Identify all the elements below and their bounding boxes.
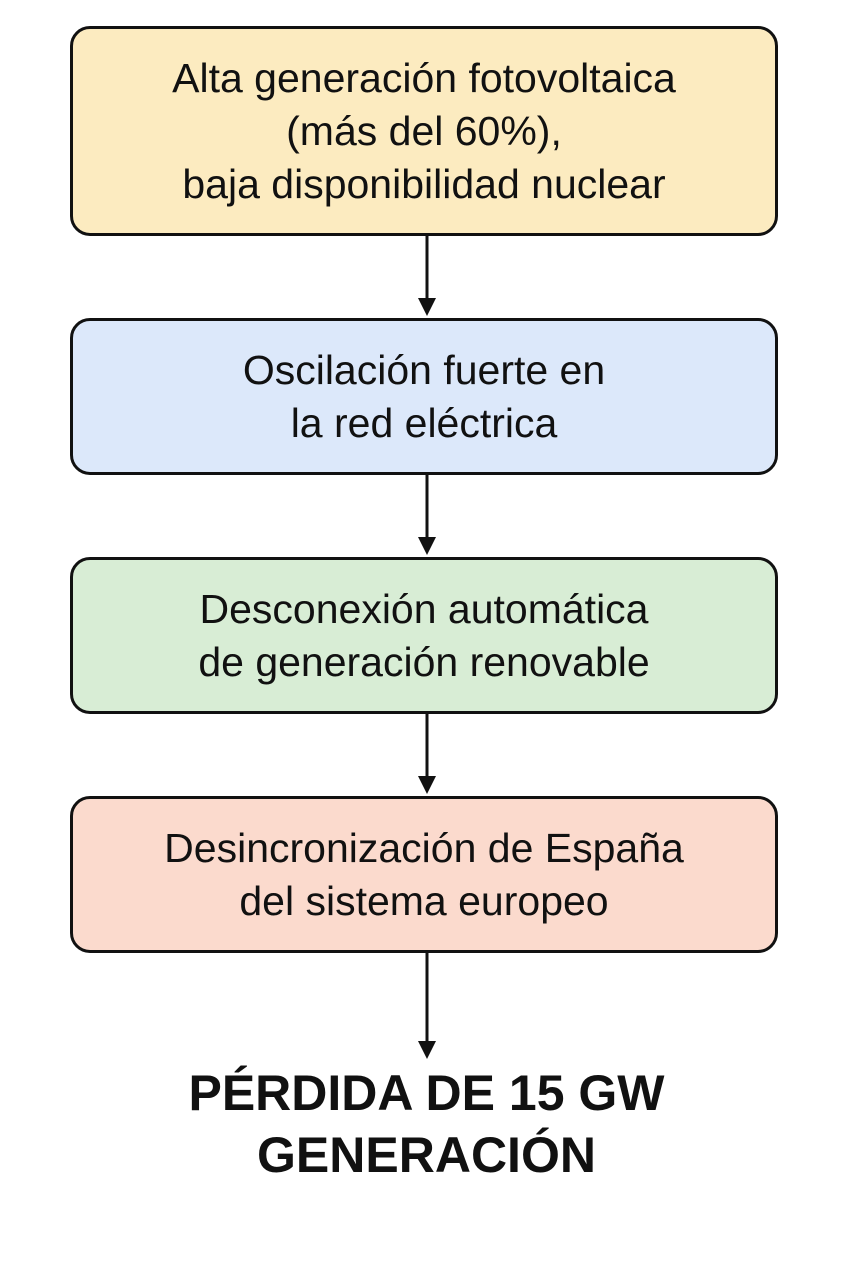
step-box-grid-oscillation: Oscilación fuerte en la red eléctrica bbox=[70, 318, 778, 475]
step-box-desynchronization: Desincronización de España del sistema e… bbox=[70, 796, 778, 953]
result-text-line: GENERACIÓN bbox=[257, 1127, 596, 1183]
step-text-line: Oscilación fuerte en bbox=[242, 346, 606, 393]
arrow-down-icon bbox=[418, 236, 436, 316]
step-box-renewable-disconnection: Desconexión automática de generación ren… bbox=[70, 557, 778, 714]
result-label: PÉRDIDA DE 15 GW GENERACIÓN bbox=[0, 1062, 853, 1186]
step-text-line: de generación renovable bbox=[198, 638, 650, 685]
step-text-line: baja disponibilidad nuclear bbox=[182, 160, 666, 207]
arrow-down-icon bbox=[418, 475, 436, 555]
step-text-line: (más del 60%), bbox=[286, 107, 562, 154]
arrow-down-icon bbox=[418, 714, 436, 794]
step-text-line: Desincronización de España bbox=[164, 824, 684, 871]
arrow-down-icon bbox=[418, 953, 436, 1059]
result-text-line: PÉRDIDA DE 15 GW bbox=[188, 1065, 665, 1121]
step-box-high-solar-generation: Alta generación fotovoltaica (más del 60… bbox=[70, 26, 778, 236]
step-text-line: Desconexión automática bbox=[199, 585, 649, 632]
step-text-line: del sistema europeo bbox=[239, 877, 609, 924]
step-text-line: Alta generación fotovoltaica bbox=[172, 54, 676, 101]
step-text-line: la red eléctrica bbox=[290, 399, 558, 446]
